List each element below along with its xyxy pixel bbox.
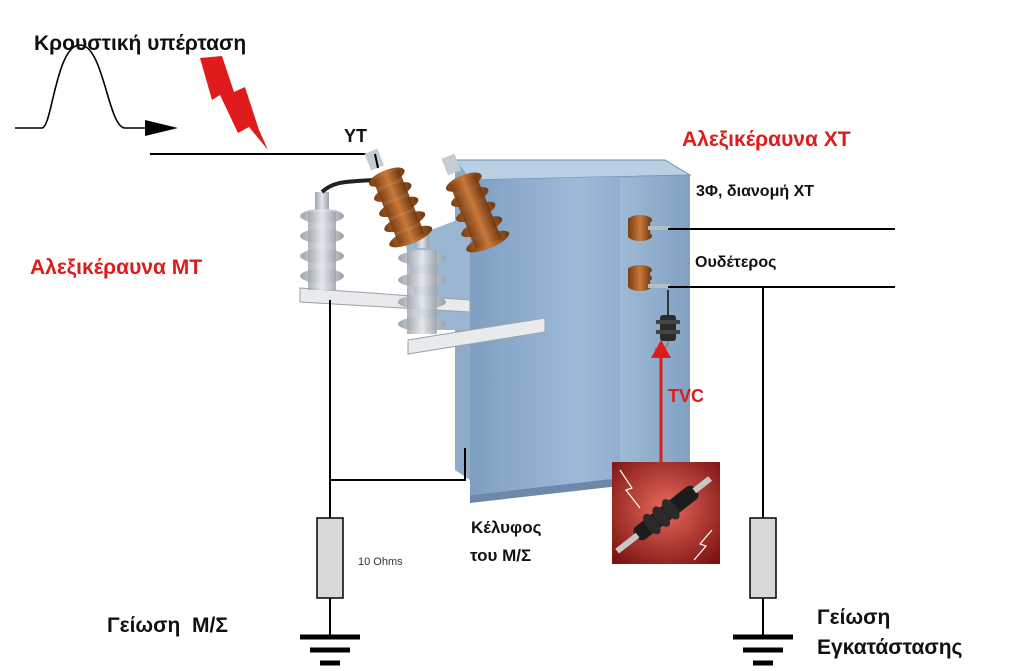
tvc-label: TVC [668,386,704,406]
three-phase-label: 3Φ, διανομή ΧΤ [696,183,815,200]
ht-bushing-2 [441,153,510,253]
transformer-tank [405,159,692,503]
neutral-label: Ουδέτερος [695,254,777,271]
tvc-device [654,290,680,351]
substation-ground-wiring [329,300,466,635]
installation-ground-label-line1: Γείωση [817,606,891,629]
surge-arrester-photo-icon [612,462,720,564]
tank-label-line2: του Μ/Σ [470,546,532,565]
lv-bushing-upper [628,215,670,241]
resistor-value-label: 10 Ohms [358,556,403,568]
lv-bushing-lower [628,265,670,291]
substation-ground-label: Γείωση Μ/Σ [107,614,228,637]
ht-label: ΥΤ [344,126,368,146]
ground-resistor-substation [316,517,344,599]
impulse-arrow-head [145,120,178,136]
lv-arrester-label: Αλεξικέραυνα ΧΤ [682,128,851,151]
mv-arrester-label: Αλεξικέραυνα ΜΤ [30,256,203,279]
impulse-surge-label: Κρουστική υπέρταση [34,32,247,55]
installation-ground-label-line2: Εγκατάστασης [817,636,963,659]
tank-label-line1: Κέλυφος [471,518,542,537]
mv-arrester-left [300,192,344,290]
ht-bushing-1 [364,148,433,248]
arrester-lead [320,178,373,194]
ht-drop [374,153,379,169]
impulse-waveform [15,44,150,129]
ground-resistor-installation [749,517,777,599]
ground-symbol-icon [300,634,360,666]
tvc-arrow-head [651,340,671,358]
lightning-bolt-icon [200,56,268,150]
ground-symbol-icon [733,634,793,666]
